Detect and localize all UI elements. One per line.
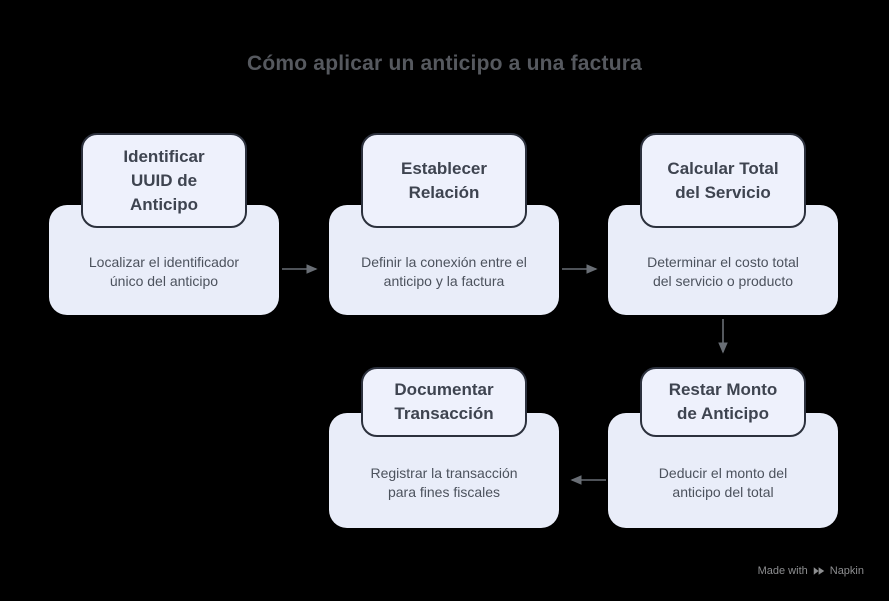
step-documentar-transaccion: Registrar la transacción para fines fisc… xyxy=(329,367,559,528)
napkin-watermark: Made with Napkin xyxy=(758,565,864,577)
step-header: Calcular Total del Servicio xyxy=(640,133,806,228)
watermark-brand: Napkin xyxy=(829,565,864,577)
step-heading: Restar Monto de Anticipo xyxy=(668,380,778,423)
napkin-logo-icon xyxy=(813,567,824,575)
step-header: Establecer Relación xyxy=(361,133,527,228)
diagram-title: Cómo aplicar un anticipo a una factura xyxy=(246,52,642,75)
step-calcular-total-del-servicio: Determinar el costo total del servicio o… xyxy=(608,133,838,315)
step-header: Restar Monto de Anticipo xyxy=(640,367,806,437)
step-heading: Establecer Relación xyxy=(401,158,487,202)
watermark-text: Made with xyxy=(757,565,808,577)
step-description: Deducir el monto del anticipo del total xyxy=(658,465,788,500)
step-header: Documentar Transacción xyxy=(361,367,527,437)
step-heading: Documentar Transacción xyxy=(394,380,494,423)
step-description: Registrar la transacción para fines fisc… xyxy=(370,465,518,500)
step-header: Identificar UUID de Anticipo xyxy=(81,133,247,228)
step-restar-monto-de-anticipo: Deducir el monto del anticipo del total … xyxy=(608,367,838,528)
step-heading: Identificar UUID de Anticipo xyxy=(123,146,205,214)
step-heading: Calcular Total del Servicio xyxy=(667,158,779,202)
step-description: Definir la conexión entre el anticipo y … xyxy=(361,254,527,289)
step-description: Localizar el identificador único del ant… xyxy=(88,254,240,289)
step-description: Determinar el costo total del servicio o… xyxy=(647,254,799,289)
step-establecer-relacion: Definir la conexión entre el anticipo y … xyxy=(329,133,559,315)
step-identificar-uuid-de-anticipo: Localizar el identificador único del ant… xyxy=(49,133,279,315)
